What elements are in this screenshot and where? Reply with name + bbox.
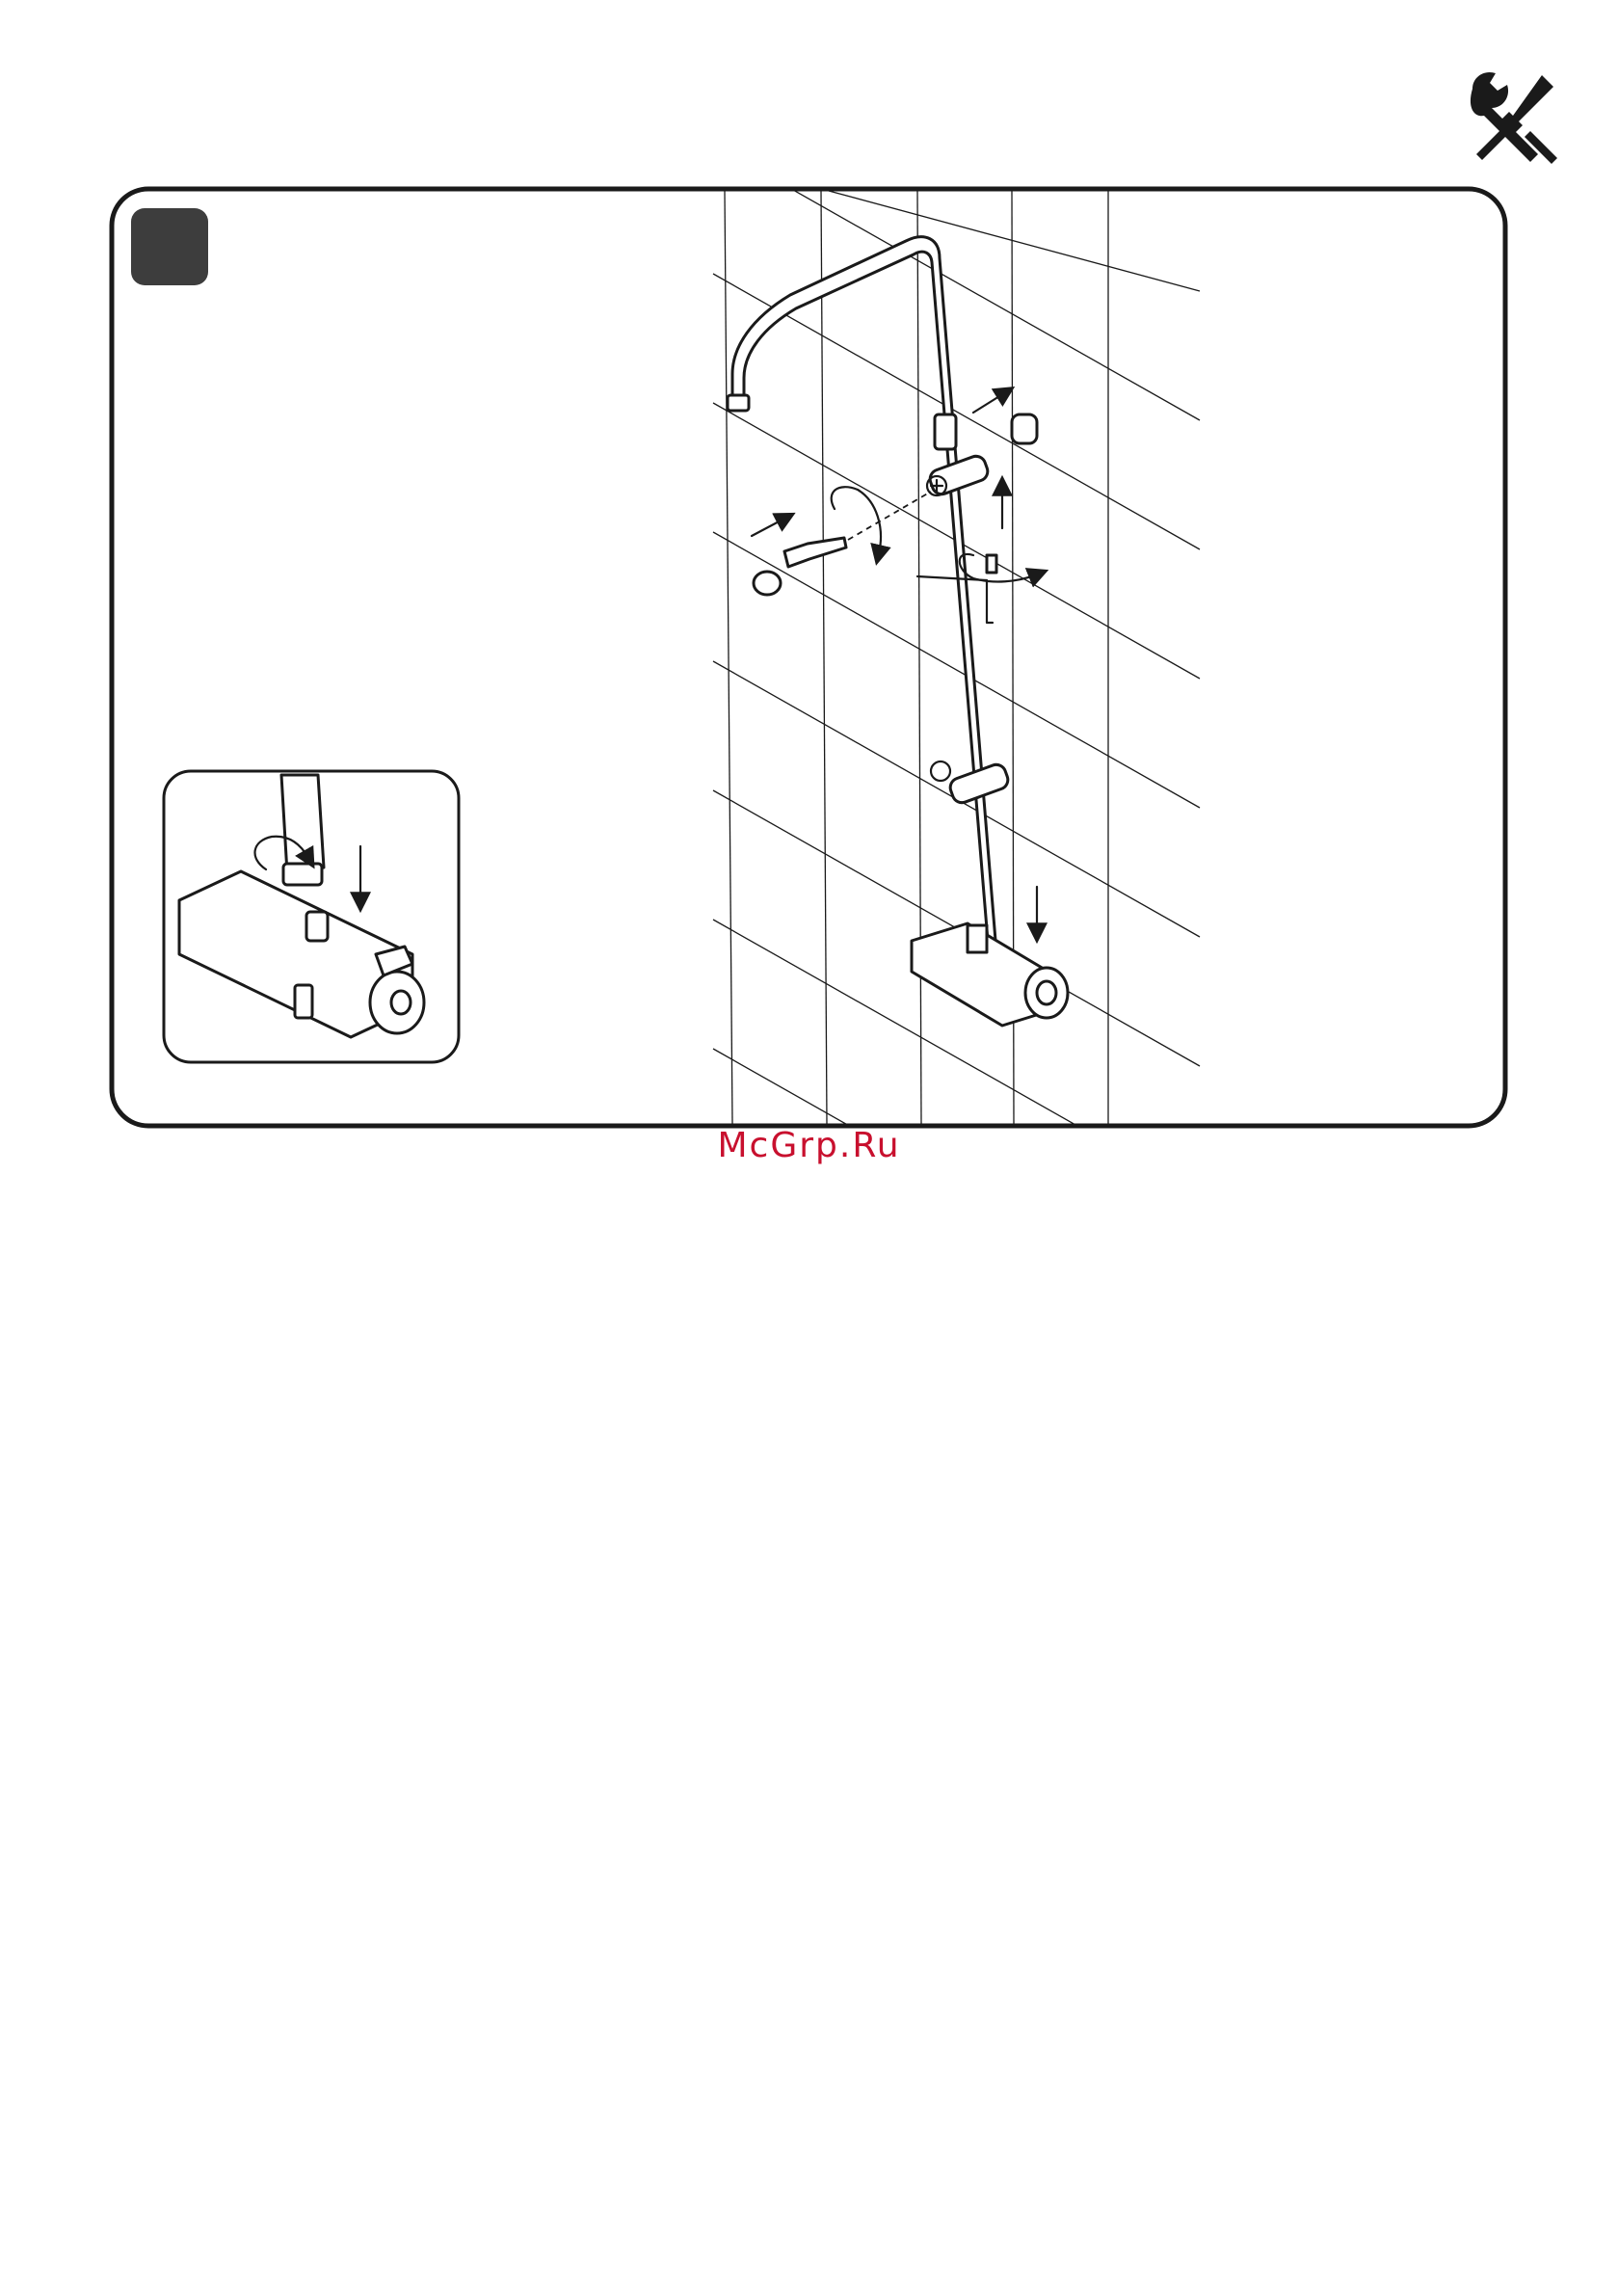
watermark: McGrp.Ru xyxy=(0,1126,1618,1165)
step-1-marker xyxy=(131,208,208,285)
tools-icon xyxy=(1471,72,1557,164)
inset-mixer-connection xyxy=(164,771,459,1062)
